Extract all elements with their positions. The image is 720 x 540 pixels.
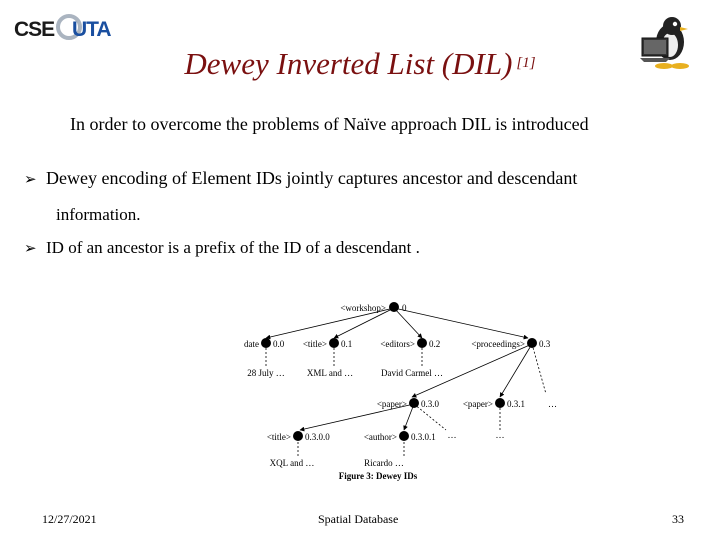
- node-paper1-tag: <paper>: [377, 399, 407, 409]
- bullet-1-text: Dewey encoding of Element IDs jointly ca…: [46, 168, 577, 188]
- bullet-item-2: ➢ID of an ancestor is a prefix of the ID…: [24, 238, 420, 258]
- penguin-laptop-icon: [636, 12, 696, 72]
- intro-text: In order to overcome the problems of Naï…: [70, 114, 589, 135]
- logo-text-cse: CSE: [14, 18, 54, 42]
- node-author-value: Ricardo …: [364, 458, 404, 468]
- figure-caption: Figure 3: Dewey IDs: [339, 471, 418, 481]
- node-author-id: 0.3.0.1: [411, 432, 436, 442]
- tree-node-paper1: [409, 398, 419, 408]
- node-editors-tag: <editors>: [380, 339, 415, 349]
- tree-node-editors: [417, 338, 427, 348]
- node-paper2-ellipsis: …: [548, 399, 557, 409]
- node-editors-value: David Carmel …: [381, 368, 443, 378]
- node-date-id: 0.0: [273, 339, 285, 349]
- tree-node-root: [389, 302, 399, 312]
- footer-date: 12/27/2021: [42, 512, 97, 527]
- slide-title: Dewey Inverted List (DIL)[1]: [0, 46, 720, 82]
- edge-proceedings-paper2: [500, 344, 532, 397]
- node-paper2-tag: <paper>: [463, 399, 493, 409]
- node-date-tag: date: [244, 339, 259, 349]
- node-more-1: …: [448, 430, 457, 440]
- node-root-id: 0: [402, 303, 407, 313]
- edge-root-editors: [394, 308, 422, 338]
- arrow-bullet-icon: ➢: [24, 239, 46, 258]
- node-proceedings-id: 0.3: [539, 339, 551, 349]
- edge-root-proceedings: [394, 308, 528, 338]
- node-author-tag: <author>: [364, 432, 397, 442]
- node-date-value: 28 July …: [247, 368, 285, 378]
- logo-text-uta: UTA: [72, 18, 111, 42]
- tree-node-title: [329, 338, 339, 348]
- edge-proceedings-more: [532, 344, 546, 394]
- slide-title-main: Dewey Inverted List (DIL): [184, 46, 512, 81]
- bullet-2-text: ID of an ancestor is a prefix of the ID …: [46, 238, 420, 257]
- node-title2-tag: <title>: [267, 432, 291, 442]
- slide-number: 33: [660, 512, 684, 527]
- node-more-2: …: [496, 430, 505, 440]
- footer-title: Spatial Database: [318, 512, 398, 527]
- node-root-tag: <workshop>: [340, 303, 386, 313]
- tree-node-author: [399, 431, 409, 441]
- bullet-item-1: ➢Dewey encoding of Element IDs jointly c…: [24, 168, 577, 189]
- node-paper1-id: 0.3.0: [421, 399, 440, 409]
- node-title2-id: 0.3.0.0: [305, 432, 330, 442]
- node-paper2-id: 0.3.1: [507, 399, 525, 409]
- node-title2-value: XQL and …: [270, 458, 315, 468]
- node-title-tag: <title>: [303, 339, 327, 349]
- node-title-id: 0.1: [341, 339, 352, 349]
- dewey-id-tree-figure: <workshop> 0 date 0.0 28 July … <title> …: [228, 296, 568, 486]
- tree-node-title2: [293, 431, 303, 441]
- bullet-1-continuation: information.: [56, 205, 141, 225]
- node-proceedings-tag: <proceedings>: [471, 339, 525, 349]
- slide-title-reference: [1]: [516, 55, 535, 71]
- arrow-bullet-icon: ➢: [24, 170, 46, 189]
- tree-node-date: [261, 338, 271, 348]
- tree-node-proceedings: [527, 338, 537, 348]
- node-editors-id: 0.2: [429, 339, 440, 349]
- node-title-value: XML and …: [307, 368, 353, 378]
- tree-node-paper2: [495, 398, 505, 408]
